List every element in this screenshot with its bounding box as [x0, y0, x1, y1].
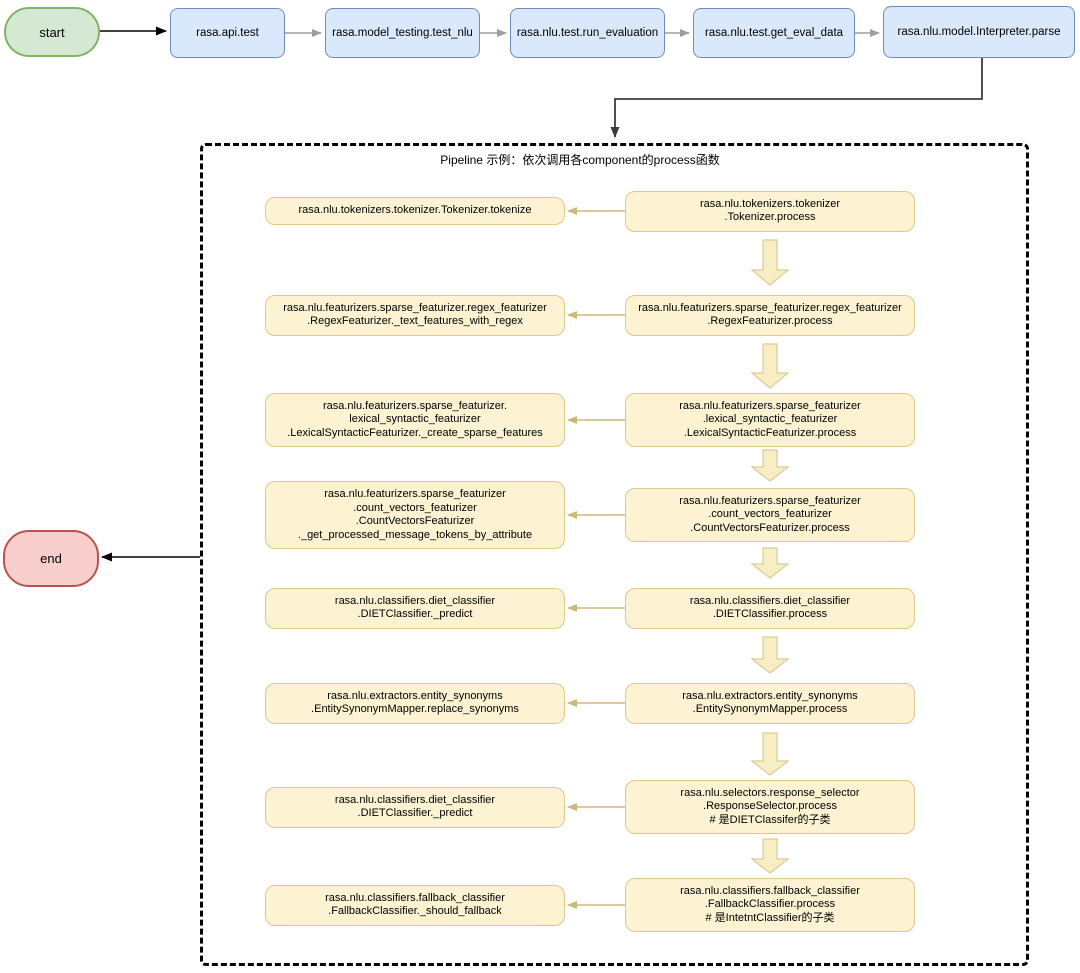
- node-label: rasa.nlu.featurizers.sparse_featurizer.r…: [638, 301, 902, 328]
- node-rasa-nlu-model-interpreter-parse: rasa.nlu.model.Interpreter.parse: [883, 6, 1075, 58]
- pipeline-row: rasa.nlu.classifiers.diet_classifier .DI…: [265, 579, 915, 637]
- node-rasa-nlu-test-run-evaluation: rasa.nlu.test.run_evaluation: [510, 8, 665, 58]
- node-label: rasa.nlu.extractors.entity_synonyms .Ent…: [682, 689, 858, 716]
- pipeline-title: Pipeline 示例：依次调用各component的process函数: [440, 153, 720, 167]
- pipeline-internal-node: rasa.nlu.extractors.entity_synonyms .Ent…: [265, 682, 565, 724]
- pipeline-internal-node: rasa.nlu.classifiers.diet_classifier .DI…: [265, 587, 565, 629]
- node-label: rasa.nlu.test.get_eval_data: [704, 27, 844, 39]
- node-label: rasa.nlu.extractors.entity_synonyms .Ent…: [311, 689, 519, 716]
- pipeline-process-node: rasa.nlu.featurizers.sparse_featurizer .…: [625, 392, 915, 448]
- node-label: rasa.nlu.classifiers.fallback_classifier…: [325, 891, 505, 918]
- pipeline-process-node: rasa.nlu.selectors.response_selector .Re…: [625, 779, 915, 835]
- node-label: rasa.nlu.model.Interpreter.parse: [897, 26, 1061, 38]
- start-node: start: [4, 7, 100, 57]
- pipeline-process-node: rasa.nlu.classifiers.fallback_classifier…: [625, 877, 915, 933]
- pipeline-row: rasa.nlu.featurizers.sparse_featurizer. …: [265, 390, 915, 450]
- arrow-interpreter-parse-to-pipeline: [610, 58, 983, 138]
- node-label: rasa.model_testing.test_nlu: [332, 27, 473, 39]
- node-label: rasa.nlu.classifiers.fallback_classifier…: [680, 884, 860, 924]
- node-label: rasa.nlu.featurizers.sparse_featurizer .…: [297, 488, 533, 541]
- pipeline-process-node: rasa.nlu.featurizers.sparse_featurizer .…: [625, 487, 915, 543]
- node-label: rasa.nlu.featurizers.sparse_featurizer. …: [287, 399, 543, 439]
- pipeline-process-node: rasa.nlu.classifiers.diet_classifier .DI…: [625, 587, 915, 629]
- pipeline-process-node: rasa.nlu.featurizers.sparse_featurizer.r…: [625, 294, 915, 336]
- pipeline-internal-node: rasa.nlu.featurizers.sparse_featurizer .…: [265, 481, 565, 549]
- pipeline-row: rasa.nlu.classifiers.diet_classifier .DI…: [265, 776, 915, 838]
- pipeline-row: rasa.nlu.featurizers.sparse_featurizer.r…: [265, 286, 915, 344]
- pipeline-row: rasa.nlu.tokenizers.tokenizer.Tokenizer.…: [265, 183, 915, 239]
- pipeline-process-node: rasa.nlu.extractors.entity_synonyms .Ent…: [625, 682, 915, 724]
- pipeline-internal-node: rasa.nlu.featurizers.sparse_featurizer. …: [265, 392, 565, 448]
- pipeline-container: [200, 143, 1029, 966]
- node-rasa-api-test: rasa.api.test: [170, 8, 285, 58]
- node-label: rasa.nlu.tokenizers.tokenizer .Tokenizer…: [699, 197, 840, 224]
- node-label: rasa.nlu.test.run_evaluation: [516, 27, 659, 39]
- node-rasa-nlu-test-get-eval-data: rasa.nlu.test.get_eval_data: [693, 8, 855, 58]
- node-label: rasa.api.test: [196, 27, 259, 39]
- node-label: rasa.nlu.classifiers.diet_classifier .DI…: [689, 594, 851, 621]
- pipeline-internal-node: rasa.nlu.featurizers.sparse_featurizer.r…: [265, 294, 565, 336]
- node-label: rasa.nlu.featurizers.sparse_featurizer .…: [679, 399, 861, 439]
- node-label: rasa.nlu.tokenizers.tokenizer.Tokenizer.…: [298, 204, 532, 217]
- end-node: end: [3, 530, 99, 587]
- node-label: rasa.nlu.classifiers.diet_classifier .DI…: [334, 594, 496, 621]
- pipeline-process-node: rasa.nlu.tokenizers.tokenizer .Tokenizer…: [625, 190, 915, 232]
- pipeline-internal-node: rasa.nlu.tokenizers.tokenizer.Tokenizer.…: [265, 197, 565, 225]
- pipeline-row: rasa.nlu.classifiers.fallback_classifier…: [265, 874, 915, 936]
- pipeline-row: rasa.nlu.extractors.entity_synonyms .Ent…: [265, 674, 915, 732]
- node-label: rasa.nlu.classifiers.diet_classifier .DI…: [334, 793, 496, 820]
- end-label: end: [40, 551, 62, 566]
- pipeline-row: rasa.nlu.featurizers.sparse_featurizer .…: [265, 481, 915, 549]
- pipeline-internal-node: rasa.nlu.classifiers.fallback_classifier…: [265, 884, 565, 926]
- node-label: rasa.nlu.selectors.response_selector .Re…: [680, 786, 860, 826]
- node-rasa-model-testing-test-nlu: rasa.model_testing.test_nlu: [325, 8, 480, 58]
- node-label: rasa.nlu.featurizers.sparse_featurizer .…: [679, 494, 861, 534]
- pipeline-internal-node: rasa.nlu.classifiers.diet_classifier .DI…: [265, 786, 565, 828]
- start-label: start: [39, 24, 65, 40]
- node-label: rasa.nlu.featurizers.sparse_featurizer.r…: [283, 301, 547, 328]
